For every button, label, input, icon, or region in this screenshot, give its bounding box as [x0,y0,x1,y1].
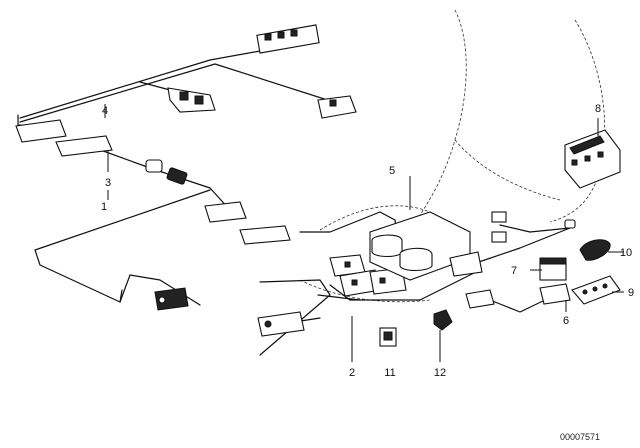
part-1-connector-a [204,201,247,223]
plug-near-part-6 [465,289,495,309]
leader-lines [104,104,624,362]
document-id: 00007571 [560,432,600,442]
part-8-switch-block [564,129,621,189]
callout-8: 8 [595,103,601,115]
right-small-connectors [491,211,576,243]
part-10-cap [579,239,611,261]
part-11-clip [379,327,397,347]
part-7-relay [539,257,567,281]
callout-labels: 1 2 3 4 5 6 7 8 9 10 11 12 [101,103,634,379]
part-5-control-module [369,211,483,281]
part-9-switch [571,275,621,305]
part-6-socket [539,283,571,305]
callout-11: 11 [384,367,395,379]
lower-left-plug [154,287,189,311]
part-3-inline-connector [145,159,188,185]
callout-7: 7 [511,265,517,277]
part-4-left-plug [15,119,113,157]
part-4-top-plug [256,24,320,54]
part-12-grommet [433,309,453,331]
callout-3: 3 [105,177,111,189]
callout-2: 2 [349,367,355,379]
part-4-center-plug [167,87,216,113]
main-harness [17,41,571,356]
callout-12: 12 [434,367,446,379]
callout-1: 1 [101,201,107,213]
callout-10: 10 [620,247,632,259]
callout-6: 6 [563,315,569,327]
part-1-connector-b [239,225,291,245]
callout-9: 9 [628,287,634,299]
seat-outline [299,9,606,303]
part-4-right-plug [317,95,357,119]
callout-5: 5 [389,165,395,177]
callout-4: 4 [102,105,108,117]
